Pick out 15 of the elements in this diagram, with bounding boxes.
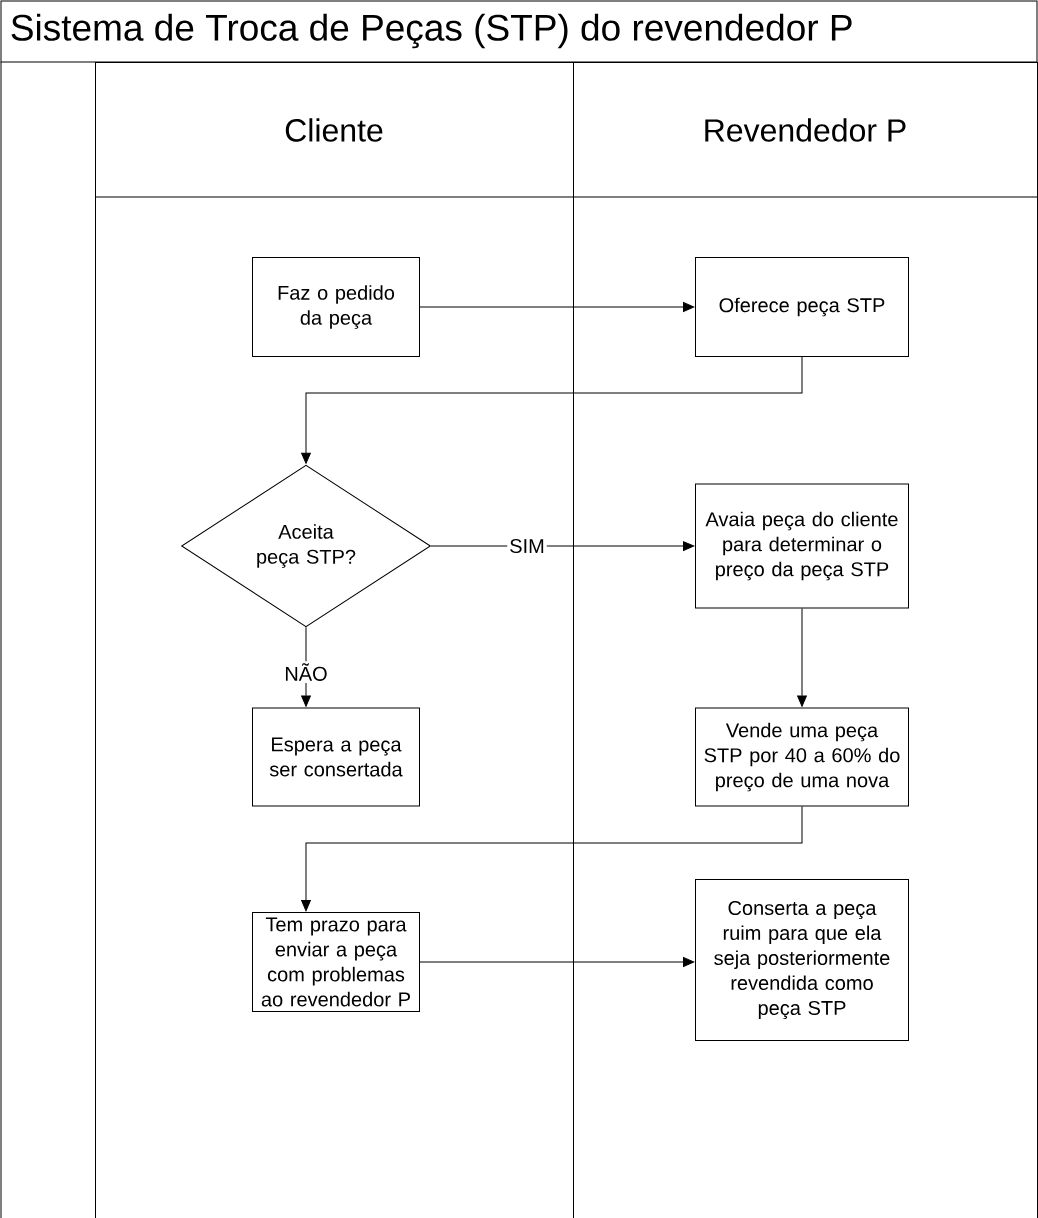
edge-label: NÃO [282,661,330,683]
arrow [301,356,803,464]
title-bar: Sistema de Troca de Peças (STP) do revendedor P [0,0,1038,63]
process-box: Vende uma peça STP por 40 a 60% do preço de uma nova [695,707,909,807]
process-box: Faz o pedido da peça [252,257,420,357]
arrow [419,957,695,967]
process-box: Oferece peça STP [695,257,909,357]
arrow [301,806,803,912]
arrow [419,302,695,312]
process-box: Avaia peça do cliente para determinar o preço da peça STP [695,483,909,609]
edge-label: SIM [507,536,547,556]
arrow [797,608,807,707]
process-box: Tem prazo para enviar a peça com problemas ao revendedor P [252,912,420,1012]
process-box: Conserta a peça ruim para que ela seja posteriormente revendida como peça STP [695,879,909,1041]
process-box: Espera a peça ser consertada [252,707,420,807]
